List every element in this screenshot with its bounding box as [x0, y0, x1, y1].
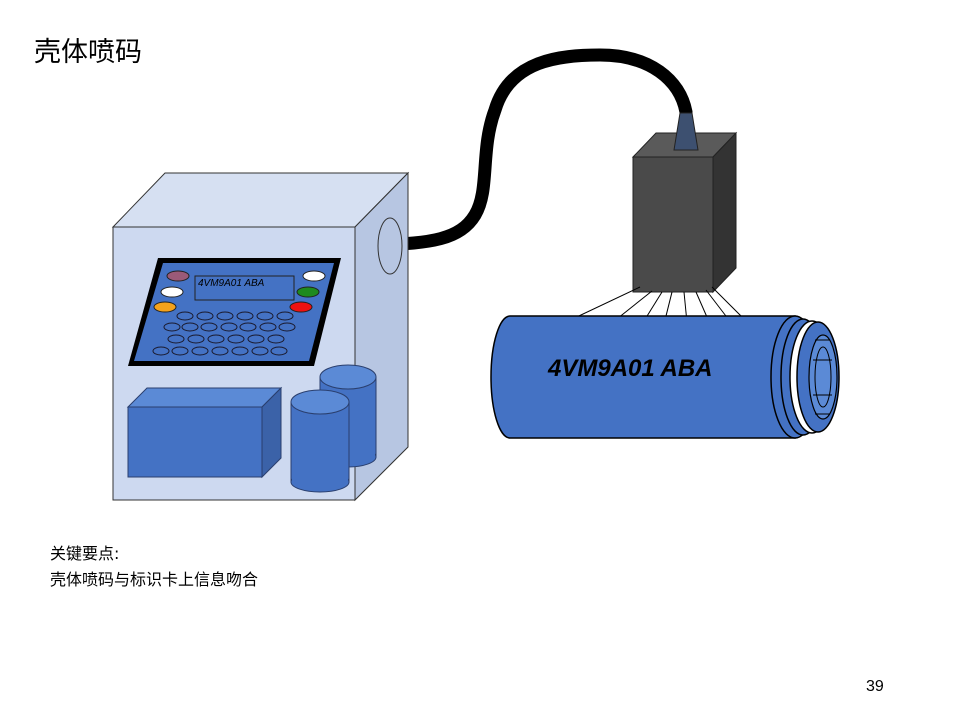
printhead	[631, 112, 738, 294]
button-white-right	[302, 270, 326, 282]
button-purple	[166, 270, 190, 282]
notes-line-1: 壳体喷码与标识卡上信息吻合	[50, 570, 259, 589]
notes-heading: 关键要点:	[50, 544, 120, 563]
control-panel: 4VM9A01 ABA	[128, 258, 341, 366]
product-code: 4VM9A01 ABA	[547, 355, 713, 382]
key-points: 关键要点: 壳体喷码与标识卡上信息吻合	[50, 541, 258, 593]
screen-code: 4VM9A01 ABA	[198, 278, 265, 289]
button-red	[289, 301, 313, 313]
printhead-nozzle	[673, 112, 699, 151]
button-orange	[153, 301, 177, 313]
page-title: 壳体喷码	[34, 37, 142, 68]
motor-housing-cylinder: 4VM9A01 ABA	[490, 315, 840, 439]
display-screen	[194, 275, 295, 301]
ink-box	[126, 386, 283, 479]
page-number: 39	[866, 678, 884, 695]
cable	[373, 48, 693, 252]
cable-port	[377, 217, 403, 275]
button-white-left	[160, 286, 184, 298]
ink-bottle-front	[290, 389, 350, 493]
button-green	[296, 286, 320, 298]
keypad	[152, 311, 296, 356]
